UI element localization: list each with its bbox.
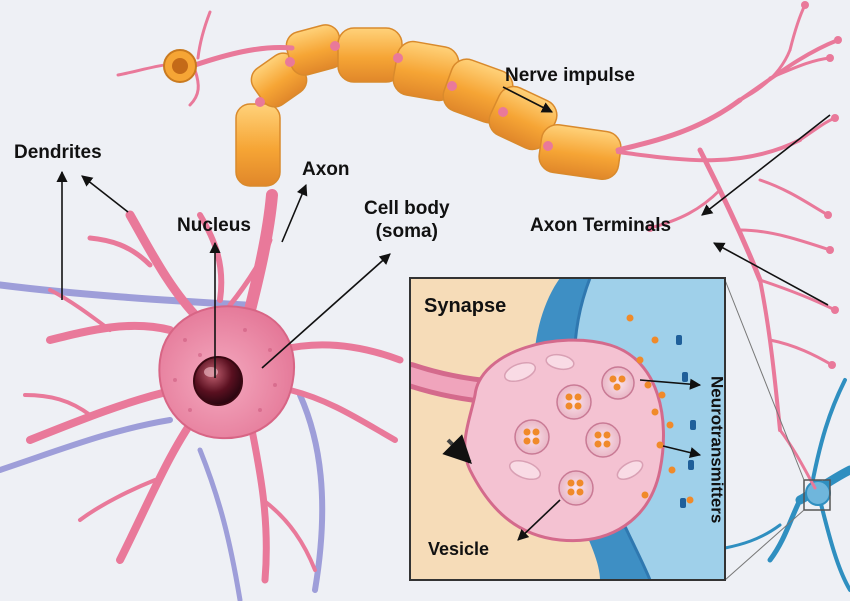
cell-body-label-line2: (soma) <box>364 221 450 244</box>
nucleus-shape <box>194 357 242 405</box>
synapse-label: Synapse <box>424 295 506 317</box>
dendrites-label: Dendrites <box>14 143 102 164</box>
nucleus-label: Nucleus <box>177 216 251 237</box>
cell-body-label: Cell body (soma) <box>364 198 450 244</box>
synapse-inset <box>410 278 725 580</box>
neurotransmitters-label: Neurotransmitters <box>707 376 726 523</box>
axon-label: Axon <box>302 160 350 181</box>
cell-body-label-line1: Cell body <box>364 198 450 221</box>
vesicle-label: Vesicle <box>428 540 489 560</box>
axon-terminals-label: Axon Terminals <box>530 216 671 237</box>
nerve-impulse-label: Nerve impulse <box>505 66 635 87</box>
